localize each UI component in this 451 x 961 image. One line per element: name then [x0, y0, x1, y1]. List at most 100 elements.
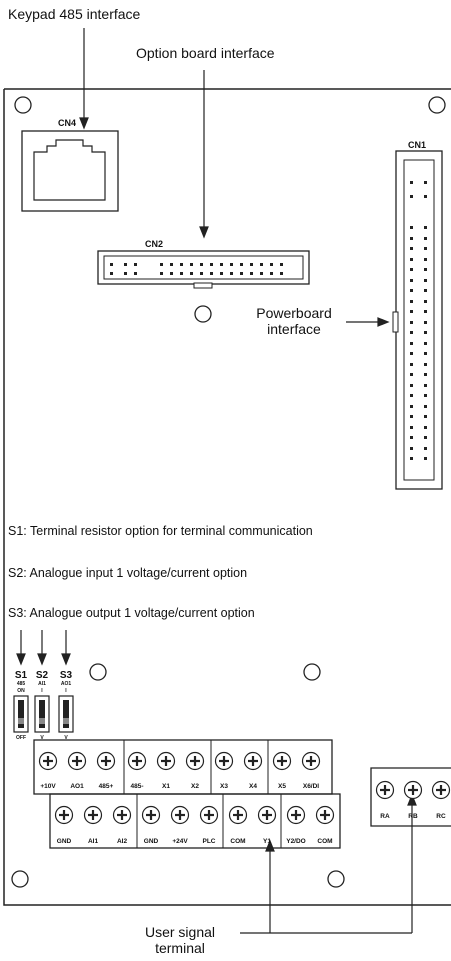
note-s1: S1: Terminal resistor option for termina…: [8, 524, 313, 538]
option-board-interface-label: Option board interface: [136, 45, 275, 61]
terminal-screw-icon[interactable]: [228, 805, 248, 825]
terminal-screw-icon[interactable]: [315, 805, 335, 825]
switch-sub-label: AO1: [61, 681, 72, 687]
cn1-pin: [424, 426, 427, 429]
cn1-pin: [410, 373, 413, 376]
user-signal-terminal-label: User signal terminal: [120, 924, 240, 956]
terminal-label: +24V: [172, 838, 188, 845]
cn2-pin: [210, 263, 213, 266]
terminal-label: X6/DI: [303, 783, 319, 790]
terminal-label: X4: [249, 783, 257, 790]
cn1-pin: [424, 447, 427, 450]
cn2-pin: [280, 263, 283, 266]
terminal-screw-icon[interactable]: [38, 751, 58, 771]
cn2-pin: [134, 263, 137, 266]
cn1-pin: [424, 237, 427, 240]
cn1-pin: [424, 289, 427, 292]
switch-top-label: I: [41, 688, 43, 694]
cn2-connector: [97, 250, 310, 289]
cn1-pin: [424, 181, 427, 184]
terminal-screw-icon[interactable]: [83, 805, 103, 825]
terminal-label: RB: [408, 813, 418, 820]
cn2-pin: [280, 272, 283, 275]
cn1-pin: [424, 331, 427, 334]
cn1-pin: [410, 247, 413, 250]
powerboard-interface-label: Powerboard interface: [244, 305, 344, 337]
cn1-pin: [410, 394, 413, 397]
terminal-label: Y1: [263, 838, 271, 845]
switch-name-label: S1: [15, 670, 28, 681]
terminal-screw-icon[interactable]: [199, 805, 219, 825]
terminal-screw-icon[interactable]: [286, 805, 306, 825]
cn1-pin: [410, 279, 413, 282]
terminal-screw-icon[interactable]: [67, 751, 87, 771]
terminal-label: Y2/DO: [286, 838, 306, 845]
cn1-pin: [424, 321, 427, 324]
cn2-pin: [160, 263, 163, 266]
user-signal-line2: terminal: [155, 940, 205, 956]
terminal-screw-icon[interactable]: [170, 805, 190, 825]
cn2-label: CN2: [145, 239, 163, 249]
cn2-pin: [210, 272, 213, 275]
terminal-screw-icon[interactable]: [301, 751, 321, 771]
terminal-screw-icon[interactable]: [272, 751, 292, 771]
switch-top-label: ON: [17, 688, 25, 694]
cn1-pin: [424, 394, 427, 397]
terminal-screw-icon[interactable]: [127, 751, 147, 771]
cn2-pin: [200, 272, 203, 275]
cn1-pin: [410, 415, 413, 418]
cn1-pin: [410, 181, 413, 184]
terminal-screw-icon[interactable]: [431, 780, 451, 800]
cn2-pin: [180, 263, 183, 266]
terminal-label: X3: [220, 783, 228, 790]
terminal-screw-icon[interactable]: [375, 780, 395, 800]
terminal-screw-icon[interactable]: [141, 805, 161, 825]
cn2-pin: [220, 272, 223, 275]
cn1-pin: [424, 300, 427, 303]
mounting-hole: [303, 663, 321, 681]
cn1-pin: [410, 447, 413, 450]
cn1-pin: [410, 310, 413, 313]
terminal-screw-icon[interactable]: [403, 780, 423, 800]
cn1-pin: [424, 226, 427, 229]
cn1-pin: [410, 300, 413, 303]
terminal-label: COM: [317, 838, 332, 845]
terminal-screw-icon[interactable]: [243, 751, 263, 771]
terminal-label: RA: [380, 813, 390, 820]
switch-bottom-label: OFF: [16, 735, 26, 741]
cn2-pin: [200, 263, 203, 266]
switch-top-label: I: [65, 688, 67, 694]
cn2-pin: [230, 272, 233, 275]
cn2-pin: [270, 272, 273, 275]
cn1-connector: [392, 150, 443, 490]
terminal-screw-icon[interactable]: [214, 751, 234, 771]
terminal-label: +10V: [40, 783, 56, 790]
cn2-pin: [134, 272, 137, 275]
cn2-pin: [250, 263, 253, 266]
switch-sub-label: AI1: [38, 681, 46, 687]
terminal-screw-icon[interactable]: [257, 805, 277, 825]
terminal-screw-icon[interactable]: [156, 751, 176, 771]
callout-arrows: [16, 28, 417, 934]
mounting-hole: [327, 870, 345, 888]
cn1-pin: [424, 373, 427, 376]
cn1-pin: [424, 310, 427, 313]
cn2-pin: [230, 263, 233, 266]
terminal-screw-icon[interactable]: [112, 805, 132, 825]
cn1-pin: [424, 384, 427, 387]
cn1-pin: [410, 426, 413, 429]
cn1-pin: [410, 226, 413, 229]
cn2-pin: [110, 263, 113, 266]
terminal-screw-icon[interactable]: [96, 751, 116, 771]
note-s2: S2: Analogue input 1 voltage/current opt…: [8, 566, 248, 580]
terminal-label: RC: [436, 813, 446, 820]
terminal-screw-icon[interactable]: [185, 751, 205, 771]
terminal-screw-icon[interactable]: [54, 805, 74, 825]
keypad-interface-label: Keypad 485 interface: [8, 6, 141, 22]
cn1-pin: [410, 436, 413, 439]
